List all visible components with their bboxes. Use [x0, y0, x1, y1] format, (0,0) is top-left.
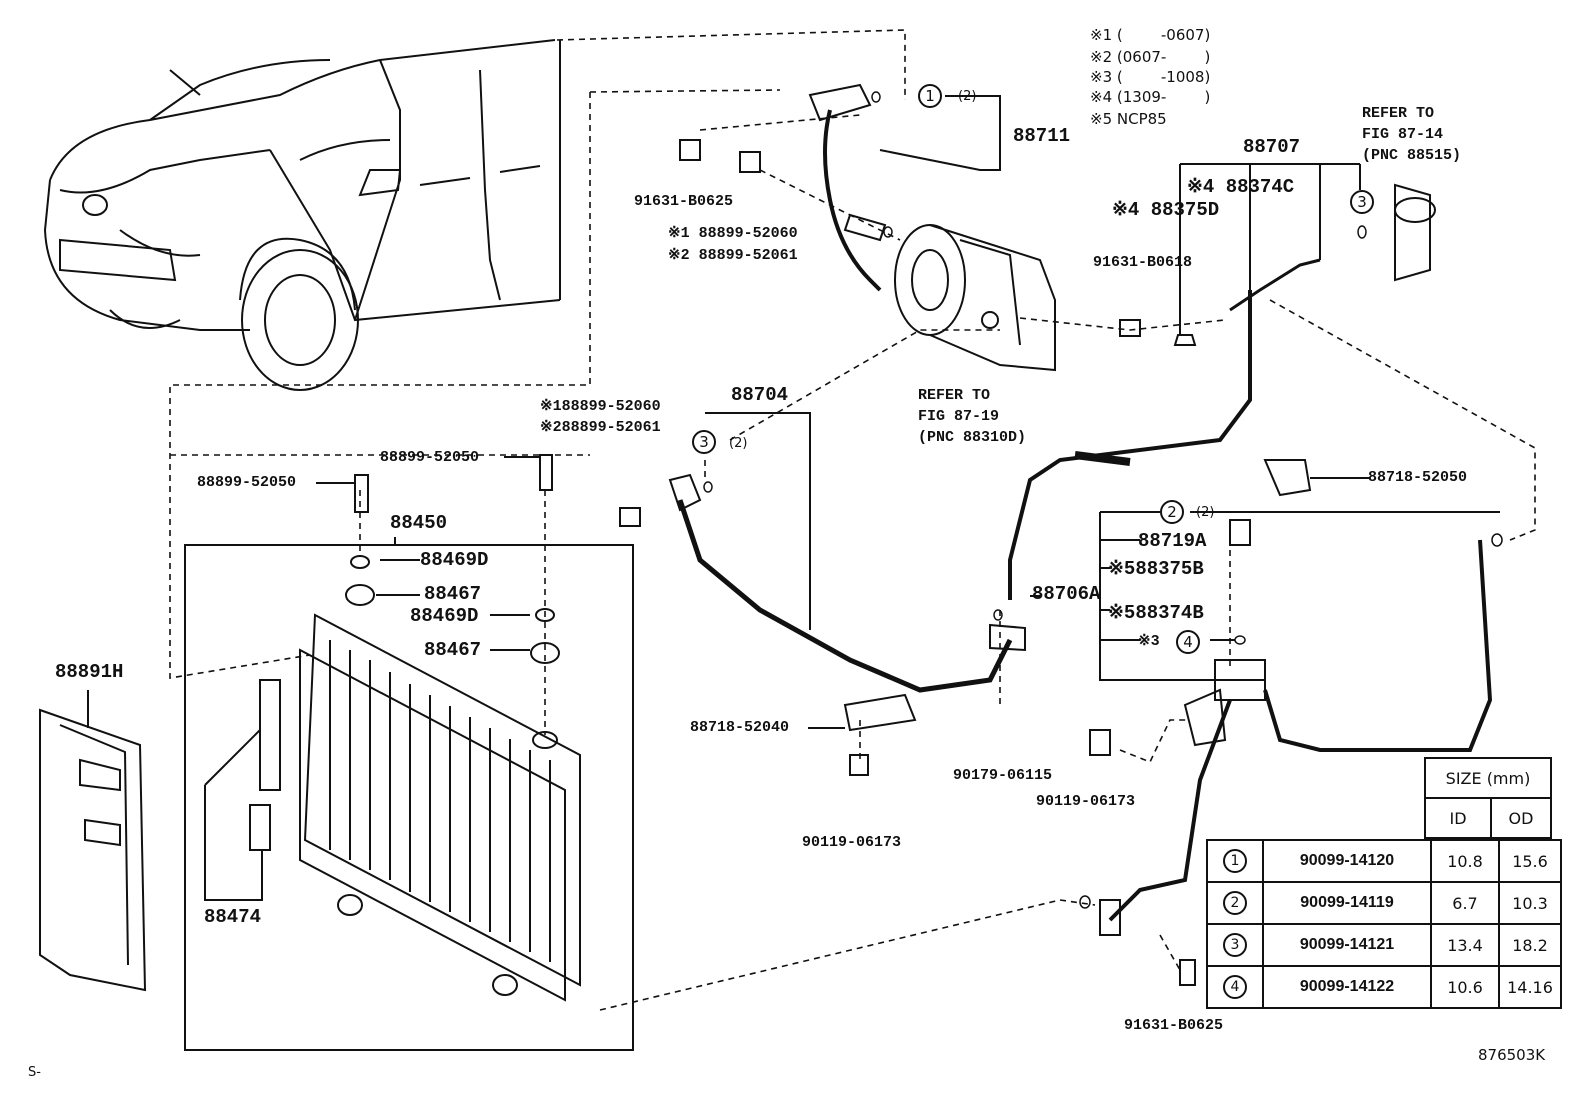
part-90119-06173-a: 90119-06173: [802, 834, 902, 851]
ref-87-14-line2: FIG 87-14: [1362, 126, 1444, 143]
part-88899-52050-left: 88899-52050: [197, 474, 297, 491]
size-table-rows: 1 90099-14120 10.8 15.6 2 90099-14119 6.…: [1206, 839, 1562, 1009]
callout-1: 1: [918, 84, 942, 108]
callout-3-qty: (2): [729, 436, 748, 451]
row-part-number: 90099-14121: [1262, 923, 1432, 967]
callout-2-qty: (2): [1196, 505, 1215, 520]
leader-lines: [169, 29, 1536, 1011]
diagram-code: 876503K: [1478, 1046, 1546, 1064]
table-row: 2 90099-14119 6.7 10.3: [1206, 881, 1562, 925]
part-88719a: 88719A: [1138, 530, 1207, 552]
part-91631-b0618: 91631-B0618: [1093, 254, 1193, 271]
part-88707: 88707: [1243, 136, 1301, 158]
col-od-header: OD: [1490, 797, 1552, 839]
row-num-circle: 3: [1223, 933, 1247, 957]
callout-1-qty: (2): [958, 89, 977, 104]
o-ring-size-table: SIZE (mm) ID OD: [1423, 757, 1552, 839]
part-88469d-a: 88469D: [420, 549, 489, 571]
part-88374b: ※588374B: [1108, 602, 1204, 624]
callout-4: 4: [1176, 630, 1200, 654]
part-88467-a: 88467: [424, 583, 482, 605]
row-num-circle: 4: [1223, 975, 1247, 999]
part-88467-b: 88467: [424, 639, 482, 661]
callout-2: 2: [1160, 500, 1184, 524]
row-od: 15.6: [1498, 839, 1562, 883]
part-88375d: ※4 88375D: [1112, 199, 1220, 221]
part-88899-52050-right: 88899-52050: [380, 449, 480, 466]
part-88474: 88474: [204, 906, 262, 928]
part-88891h: 88891H: [55, 661, 124, 683]
part-91631-b0625-bottom: 91631-B0625: [1124, 1017, 1224, 1034]
vehicle-illustration: [43, 39, 561, 391]
row-od: 18.2: [1498, 923, 1562, 967]
note-1: ※1 ( -0607): [1090, 26, 1211, 44]
part-88375b: ※588375B: [1108, 558, 1204, 580]
callout-3-top: 3: [1350, 190, 1374, 214]
condenser: [299, 613, 581, 1002]
part-88450: 88450: [390, 512, 448, 534]
s-mark: S-: [28, 1065, 41, 1080]
row-part-number: 90099-14119: [1262, 881, 1432, 925]
part-88899-52060-a: ※1 88899-52060: [668, 225, 798, 242]
part-88374c: ※4 88374C: [1187, 176, 1295, 198]
row-od: 14.16: [1498, 965, 1562, 1009]
ref-87-14-line3: (PNC 88515): [1362, 147, 1462, 164]
row-id: 13.4: [1430, 923, 1500, 967]
ref-87-19-line2: FIG 87-19: [918, 408, 1000, 425]
part-88469d-b: 88469D: [410, 605, 479, 627]
part-88718-52040: 88718-52040: [690, 719, 790, 736]
part-88706a: 88706A: [1032, 583, 1101, 605]
part-90179-06115: 90179-06115: [953, 767, 1053, 784]
row-od: 10.3: [1498, 881, 1562, 925]
callout-3: 3: [692, 430, 716, 454]
row-id: 10.6: [1430, 965, 1500, 1009]
part-88899-52061-b: ※288899-52061: [540, 419, 661, 436]
row-part-number: 90099-14122: [1262, 965, 1432, 1009]
compressor: [894, 224, 1056, 372]
air-guide-panel: [39, 708, 147, 992]
note-4: ※4 (1309- ): [1090, 88, 1211, 106]
note-3: ※3 ( -1008): [1090, 68, 1211, 86]
part-88718-52050: 88718-52050: [1368, 469, 1468, 486]
part-88704: 88704: [731, 384, 789, 406]
note-x3-label: ※3: [1138, 633, 1160, 650]
part-88899-52061-a: ※2 88899-52061: [668, 247, 798, 264]
row-id: 10.8: [1430, 839, 1500, 883]
row-id: 6.7: [1430, 881, 1500, 925]
part-90119-06173-b: 90119-06173: [1036, 793, 1136, 810]
row-num-circle: 1: [1223, 849, 1247, 873]
size-table-title: SIZE (mm): [1424, 757, 1552, 799]
col-id-header: ID: [1424, 797, 1492, 839]
part-91631-b0625-top: 91631-B0625: [634, 193, 734, 210]
part-88899-52060-b: ※188899-52060: [540, 398, 661, 415]
note-2: ※2 (0607- ): [1090, 48, 1211, 66]
table-row: 1 90099-14120 10.8 15.6: [1206, 839, 1562, 883]
table-row: 3 90099-14121 13.4 18.2: [1206, 923, 1562, 967]
row-num-circle: 2: [1223, 891, 1247, 915]
ref-87-19-line3: (PNC 88310D): [918, 429, 1027, 446]
table-row: 4 90099-14122 10.6 14.16: [1206, 965, 1562, 1009]
note-5: ※5 NCP85: [1090, 110, 1167, 128]
row-part-number: 90099-14120: [1262, 839, 1432, 883]
ref-87-19-line1: REFER TO: [918, 387, 991, 404]
part-88711: 88711: [1013, 125, 1071, 147]
ref-87-14-line1: REFER TO: [1362, 105, 1435, 122]
